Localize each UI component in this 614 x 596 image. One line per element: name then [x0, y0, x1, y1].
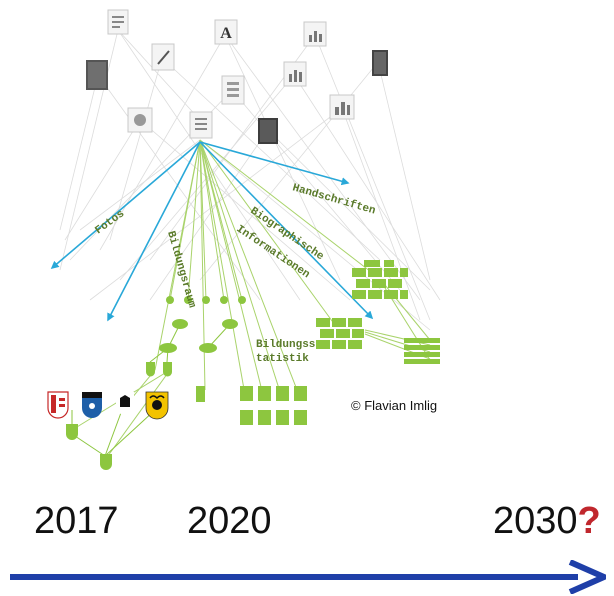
timeline-year-2020: 2020 [187, 500, 272, 542]
central-document-icon [189, 111, 213, 139]
timeline-year-2030-group: 2030? [493, 500, 601, 543]
question-mark: ? [577, 500, 601, 542]
timeline-year-2030: 2030 [493, 500, 578, 542]
coat-of-arms-red-icon [47, 391, 69, 419]
dark-book-icon [372, 50, 388, 76]
handschriften-brick-wall-bottom [316, 318, 364, 349]
coat-of-arms-blue-icon [82, 392, 102, 418]
coat-of-arms-row [47, 391, 169, 420]
timeline-year-2017: 2017 [34, 500, 119, 542]
text-document-icon: A [214, 19, 238, 45]
document-icons: A [86, 9, 388, 144]
bar-chart-icon [329, 94, 355, 120]
copyright-credit: © Flavian Imlig [351, 398, 438, 413]
timeline-arrow [10, 560, 606, 594]
edit-document-icon [151, 43, 175, 71]
knowledge-graph-diagram: A [47, 9, 441, 470]
tree-links [71, 323, 231, 457]
chart-document-icon [303, 21, 327, 47]
svg-text:A: A [220, 25, 232, 42]
bildungsraum-tree [66, 296, 246, 470]
background-network-lines [59, 29, 441, 331]
coat-of-arms-bear-icon [116, 392, 134, 415]
book-icon [86, 60, 108, 90]
label-bildungsstatistik-line1: Bildungss [256, 339, 315, 351]
coat-of-arms-ox-icon [145, 391, 169, 420]
manuscript-list-bars [404, 338, 440, 364]
bildungsstatistik-blocks [240, 386, 307, 425]
report-icon [107, 9, 129, 35]
archive-book-icon [258, 118, 278, 144]
blue-arrows [50, 141, 374, 322]
checklist-icon [221, 75, 245, 105]
label-handschriften: Handschriften [291, 182, 377, 217]
label-bildungsstatistik-line2: tatistik [256, 353, 309, 365]
handschriften-brick-wall-top [352, 260, 408, 299]
photo-icon [127, 107, 153, 133]
statistics-icon [283, 61, 307, 87]
